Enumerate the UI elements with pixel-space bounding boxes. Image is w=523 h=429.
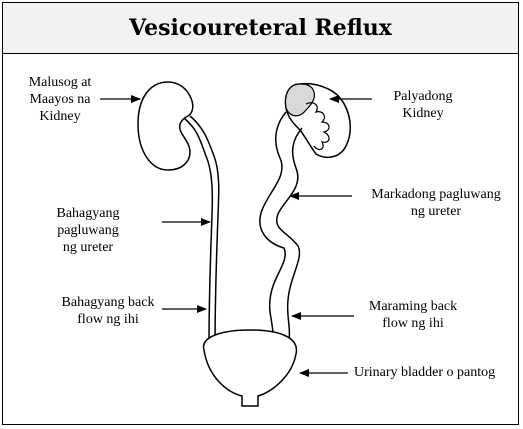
left-ureter xyxy=(183,115,220,351)
right-ureter xyxy=(259,111,303,357)
label-marked-ureter-dilation: Markadong pagluwang ng ureter xyxy=(371,187,501,219)
urinary-bladder xyxy=(202,329,298,407)
label-swollen-kidney: Palyadong Kidney xyxy=(393,89,453,121)
diagram-title: Vesicoureteral Reflux xyxy=(129,15,392,41)
label-partial-ureter-dilation: Bahagyang pagluwang ng ureter xyxy=(56,206,120,255)
label-partial-backflow: Bahagyang back flow ng ihi xyxy=(61,295,155,327)
healthy-kidney xyxy=(137,81,194,171)
swollen-kidney-pelvis xyxy=(284,83,316,117)
title-bar: Vesicoureteral Reflux xyxy=(3,3,518,54)
label-heavy-backflow: Maraming back flow ng ihi xyxy=(368,299,458,331)
swollen-kidney-calyces xyxy=(305,102,330,151)
label-bladder: Urinary bladder o pantog xyxy=(354,365,496,380)
label-healthy-kidney: Malusog at Maayos na Kidney xyxy=(28,75,92,124)
